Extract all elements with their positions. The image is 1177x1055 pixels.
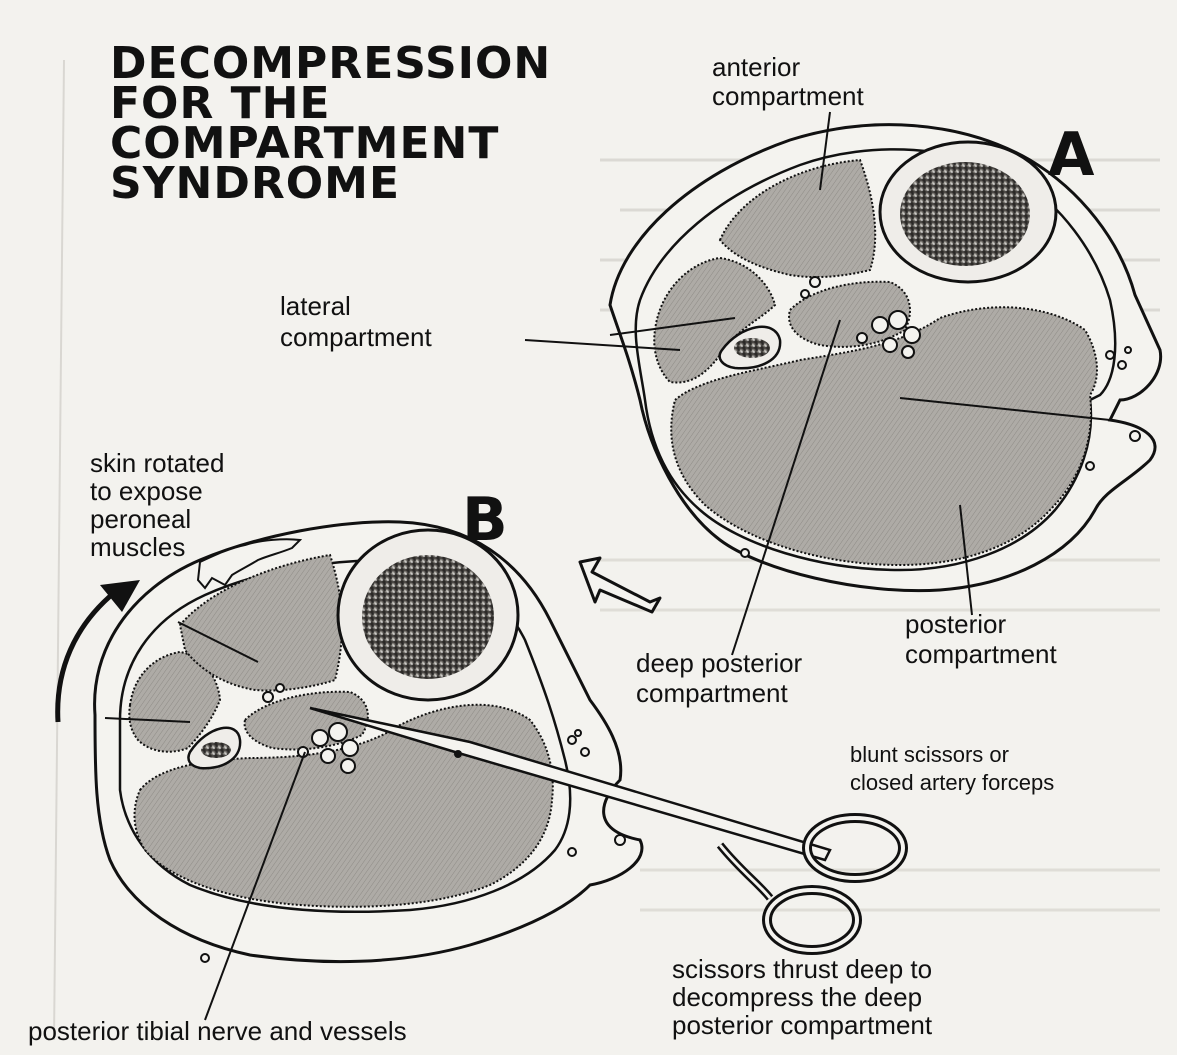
figure-label-b: B [462,485,508,555]
label-skin-1: skin rotated [90,448,224,478]
fibula-marrow-a [734,338,770,358]
title-line-4: SYNDROME [110,158,400,209]
tibia-marrow-b [362,555,494,679]
label-lateral-2: compartment [280,322,432,352]
label-anterior-2: compartment [712,81,864,111]
label-posterior-1: posterior [905,609,1006,639]
label-thrust-1: scissors thrust deep to [672,954,932,984]
cross-section-a [610,125,1161,591]
label-deep-posterior-2: compartment [636,678,788,708]
page-title: DECOMPRESSION FOR THE COMPARTMENT SYNDRO… [110,38,551,209]
label-skin-4: muscles [90,532,185,562]
tibia-marrow-a [900,162,1030,266]
label-thrust-2: decompress the deep [672,982,922,1012]
label-posterior-2: compartment [905,639,1057,669]
label-lateral-1: lateral [280,291,351,321]
label-skin-2: to expose [90,476,203,506]
cross-section-b [95,522,642,962]
label-nerve: posterior tibial nerve and vessels [28,1016,407,1046]
label-deep-posterior-1: deep posterior [636,648,803,678]
label-skin-3: peroneal [90,504,191,534]
direction-arrow-icon [580,558,660,612]
label-anterior-1: anterior [712,52,800,82]
figure-label-a: A [1048,120,1095,190]
fibula-marrow-b [201,742,231,758]
label-scissors-1: blunt scissors or [850,742,1009,767]
label-scissors-2: closed artery forceps [850,770,1054,795]
label-thrust-3: posterior compartment [672,1010,933,1040]
